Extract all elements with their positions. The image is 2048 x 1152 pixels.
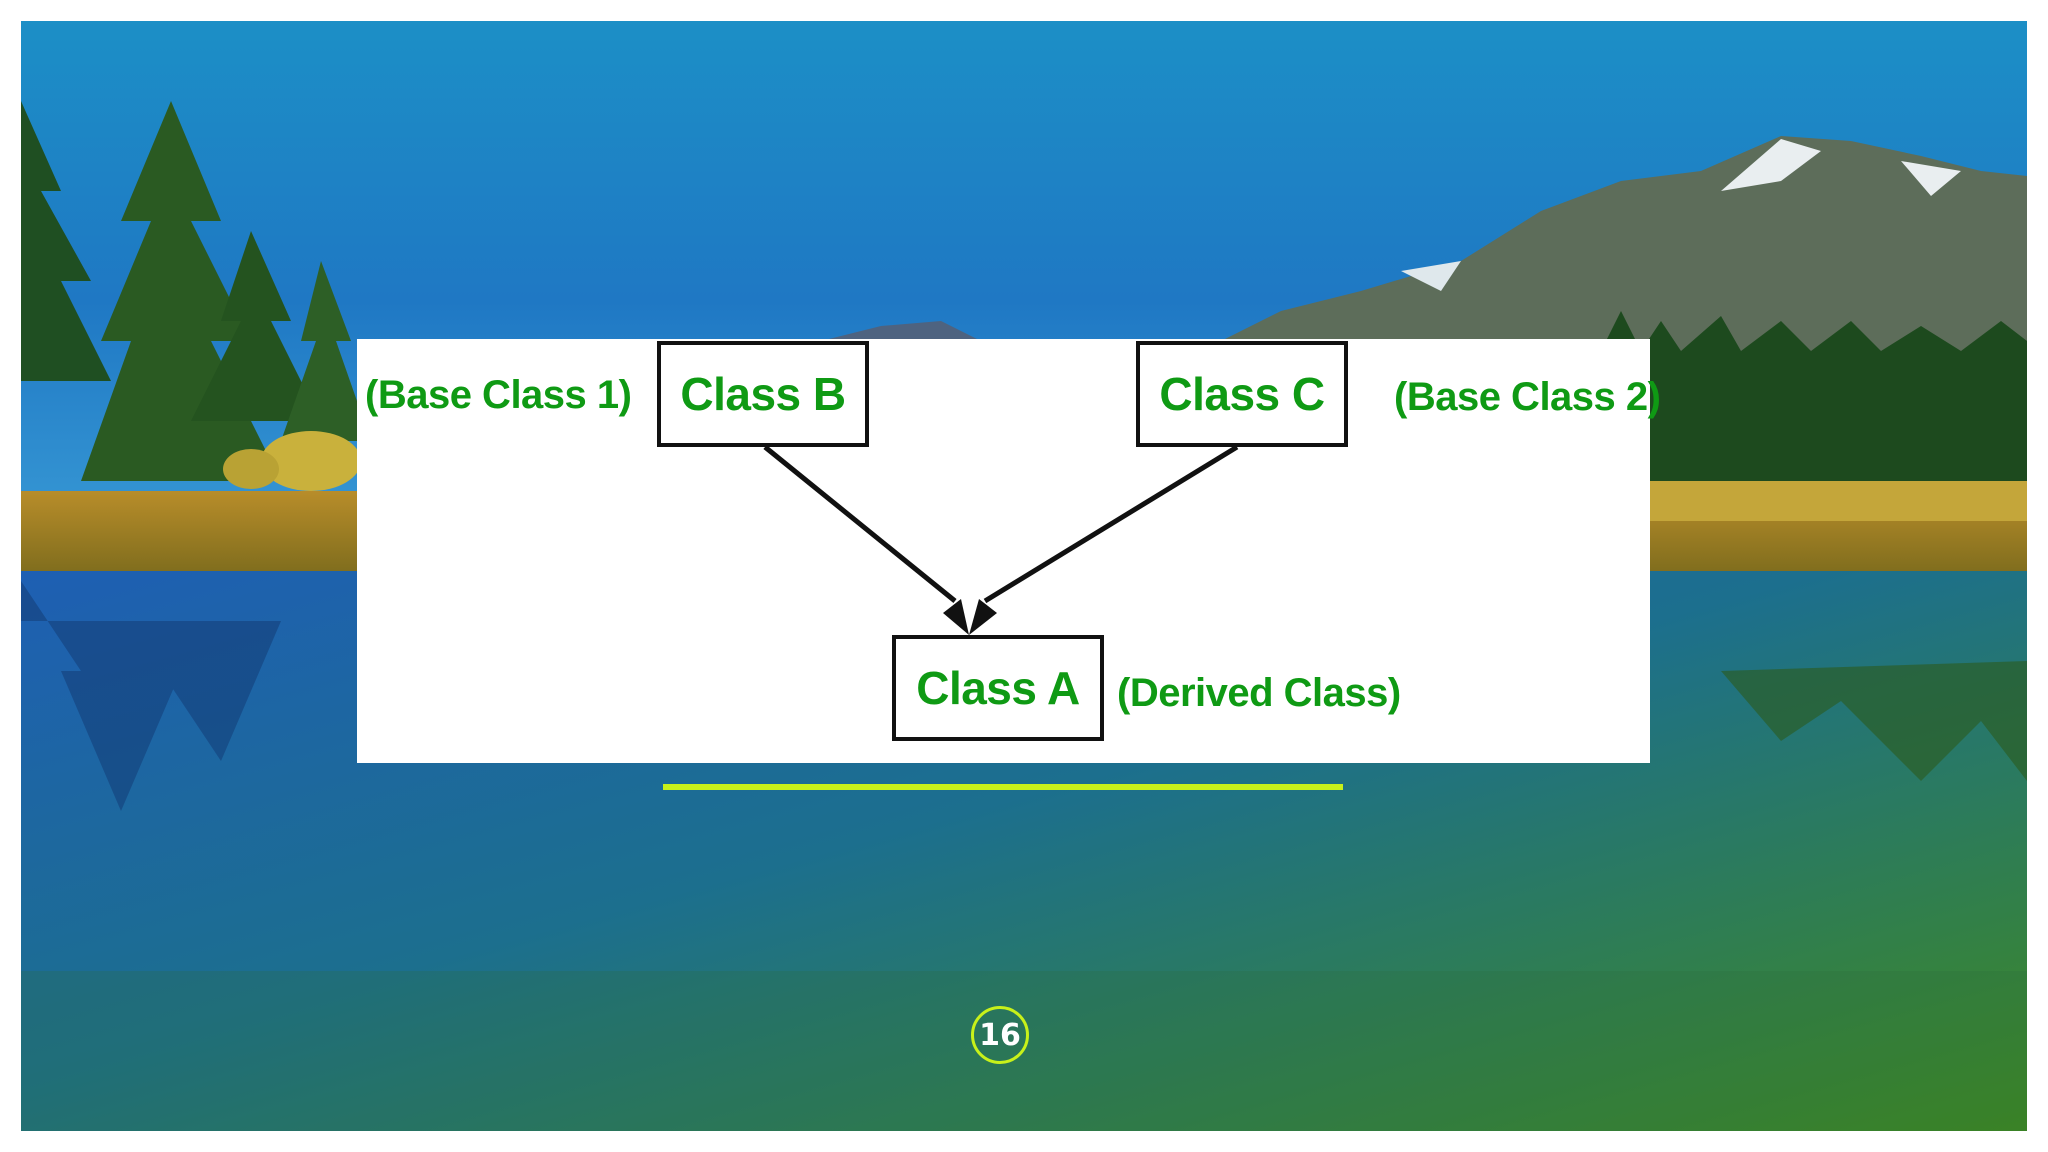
page-number-badge: 16 — [971, 1006, 1029, 1064]
diagram-connectors — [763, 444, 1239, 635]
derived-class-label: (Derived Class) — [1117, 671, 1401, 715]
class-b-label: Class B — [680, 368, 846, 420]
arrowhead-from-c — [969, 599, 997, 635]
class-c-box: Class C — [1136, 341, 1348, 447]
edge-c-to-a — [983, 444, 1239, 604]
inheritance-diagram: Class B Class C Class A (Base Class 1) (… — [357, 339, 1661, 763]
base-class-1-label: (Base Class 1) — [365, 373, 632, 417]
class-a-box: Class A — [892, 635, 1104, 741]
class-a-label: Class A — [916, 662, 1080, 714]
class-c-label: Class C — [1159, 368, 1325, 420]
landscape-background — [21, 21, 2027, 1131]
class-b-box: Class B — [657, 341, 869, 447]
base-class-2-label: (Base Class 2) — [1394, 375, 1661, 419]
edge-b-to-a — [763, 445, 957, 603]
slide — [21, 21, 2027, 1131]
page-number: 16 — [979, 1017, 1021, 1053]
arrowhead-from-b — [943, 599, 969, 635]
accent-underline — [663, 784, 1343, 790]
